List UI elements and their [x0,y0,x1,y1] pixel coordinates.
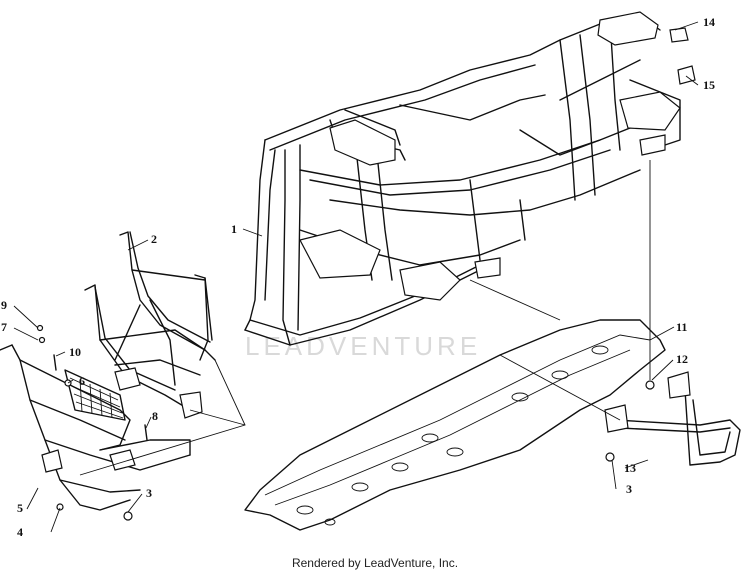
callout-15: 15 [703,78,715,92]
front-fascia [0,344,191,511]
callout-10: 10 [69,345,81,359]
callout-4: 4 [17,525,23,539]
leader-lines [13,21,699,533]
callout-11: 11 [676,320,687,334]
callout-5: 5 [17,501,23,515]
callout-7: 7 [1,320,7,334]
callout-1: 1 [231,222,237,236]
callout-13: 13 [624,461,636,475]
main-frame [244,11,681,346]
callout-14: 14 [703,15,715,29]
footer-credit: Rendered by LeadVenture, Inc. [291,556,459,570]
callout-3-front: 3 [146,486,152,500]
watermark-text: LEADVENTURE [245,331,481,361]
callout-12: 12 [676,352,688,366]
callout-6: 6 [79,374,85,388]
skid-plate [244,319,666,531]
callout-3-rear: 3 [626,482,632,496]
rear-hitch-bar [604,371,741,466]
callout-9: 9 [1,298,7,312]
callout-8: 8 [152,409,158,423]
callout-2: 2 [151,232,157,246]
hardware [36,27,696,521]
callout-labels: 1 2 3 3 4 5 6 7 8 9 10 11 12 13 14 15 [1,15,715,539]
front-brush-guard [84,231,216,419]
